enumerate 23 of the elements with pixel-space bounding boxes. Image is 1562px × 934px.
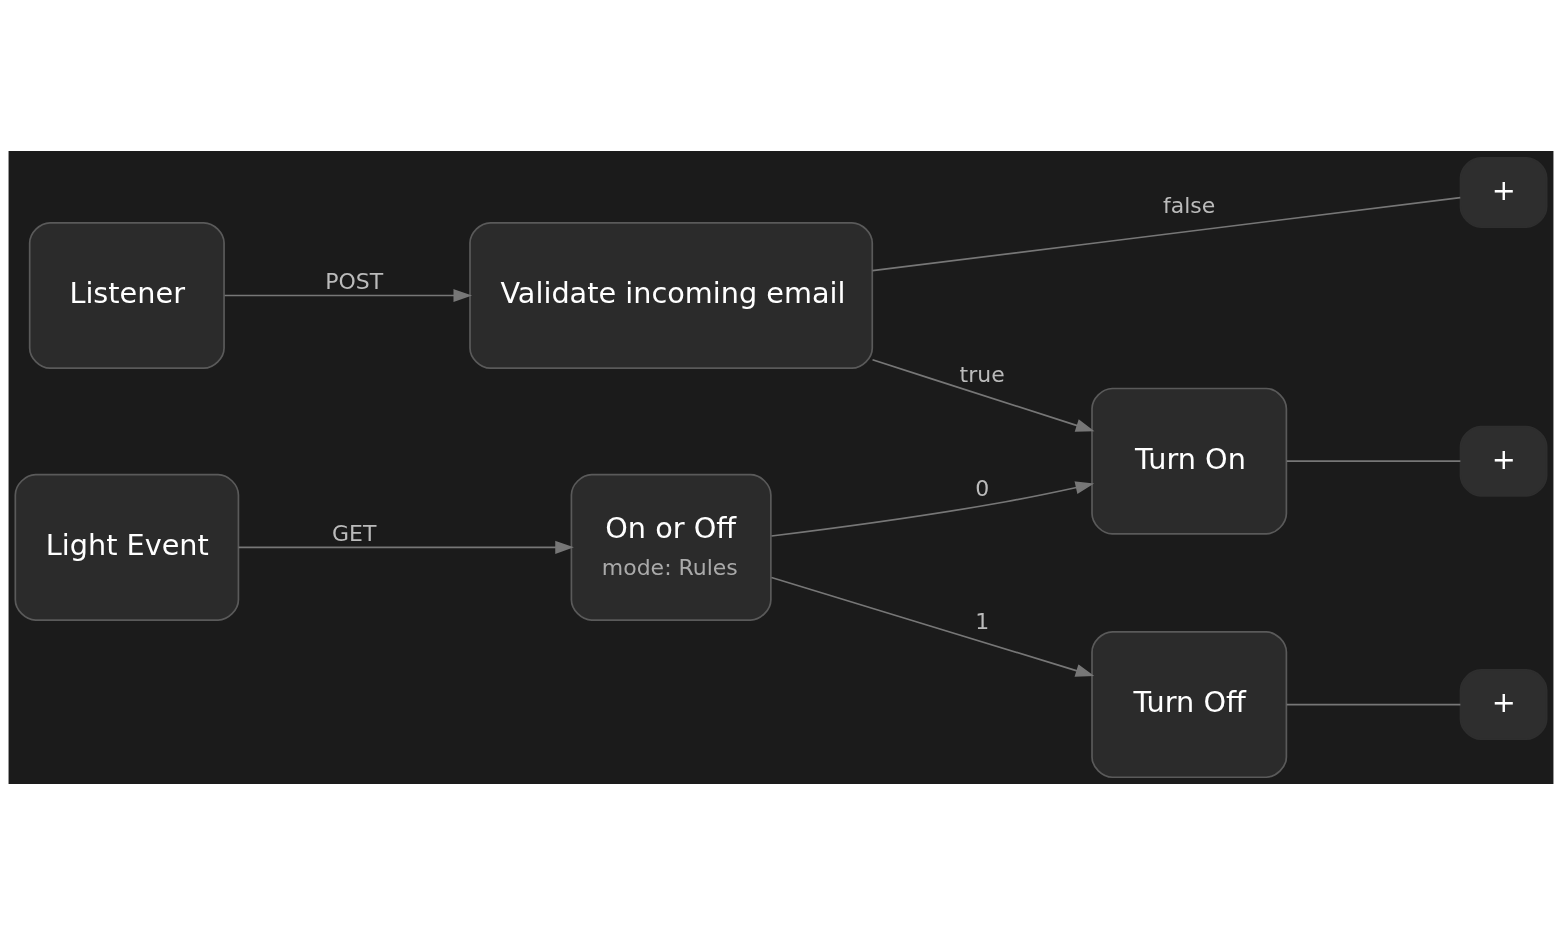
arrow <box>871 358 1095 432</box>
node-box: Validate incoming email <box>469 221 874 369</box>
edge-label: POST <box>325 268 384 294</box>
node-box: Light Event <box>14 473 240 621</box>
edge-label: false <box>1163 192 1216 218</box>
arrow <box>770 480 1095 537</box>
node-box: On or Off mode: Rules <box>570 473 772 621</box>
connector <box>871 196 1462 272</box>
edge-label: 1 <box>975 608 990 634</box>
edge-label: GET <box>332 520 377 546</box>
node-box: Listener <box>28 221 225 369</box>
node-box: + <box>1459 668 1548 740</box>
node-box: + <box>1459 156 1548 228</box>
connector <box>1285 459 1462 462</box>
arrow <box>223 288 473 302</box>
edge-label: 0 <box>975 475 990 501</box>
node-box: + <box>1459 425 1548 497</box>
node-box: Turn Off <box>1091 630 1288 778</box>
edge-label: true <box>959 361 1005 387</box>
connector <box>1285 703 1462 705</box>
node-box: Turn On <box>1091 387 1288 535</box>
arrow <box>237 540 574 554</box>
arrow <box>770 576 1095 677</box>
